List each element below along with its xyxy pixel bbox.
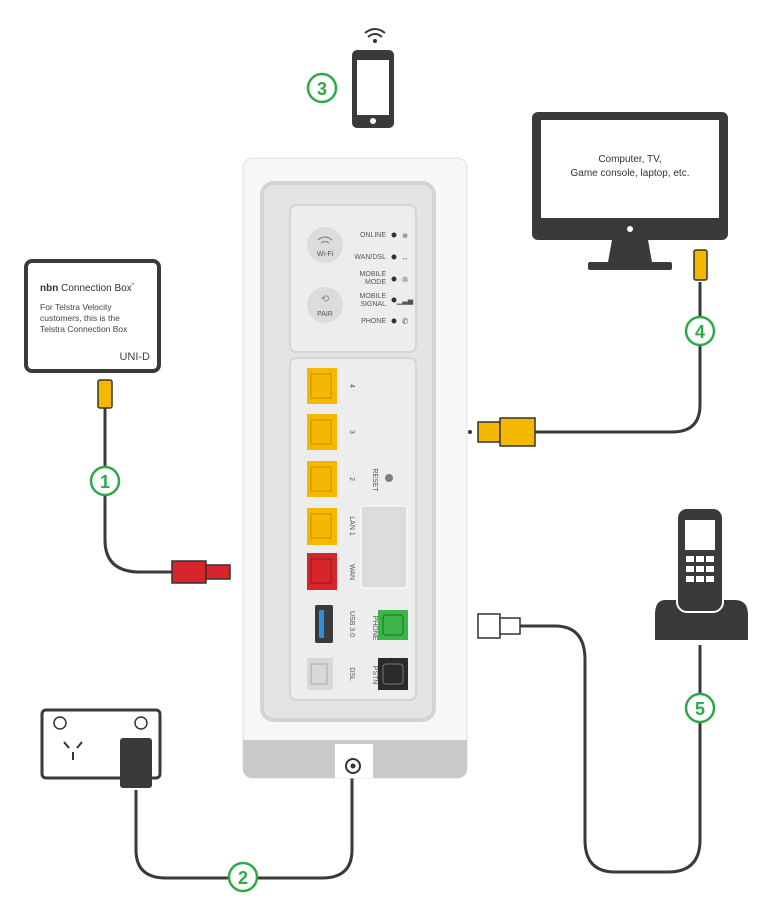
svg-text:PAIR: PAIR bbox=[317, 311, 333, 318]
svg-text:4: 4 bbox=[695, 322, 705, 342]
wan-cable bbox=[103, 408, 172, 574]
svg-text:2: 2 bbox=[348, 477, 355, 481]
svg-text:MOBILE: MOBILE bbox=[360, 271, 387, 278]
svg-text:MOBILE: MOBILE bbox=[360, 293, 387, 300]
svg-text:PSTN: PSTN bbox=[371, 666, 378, 685]
svg-text:LAN 1: LAN 1 bbox=[348, 516, 355, 536]
phone-icon: ✆ bbox=[402, 317, 409, 326]
ethernet-plug-red bbox=[171, 560, 231, 584]
step-5-badge: 5 bbox=[684, 692, 716, 724]
phone-cable bbox=[520, 624, 702, 874]
step-4-badge: 4 bbox=[684, 315, 716, 347]
lan-port-1[interactable] bbox=[307, 508, 337, 545]
svg-text:nbn Connection Box*: nbn Connection Box* bbox=[40, 283, 135, 294]
computer-monitor: Computer, TV, Game console, laptop, etc. bbox=[532, 112, 728, 281]
wifi-icon bbox=[364, 28, 386, 38]
ethernet-plug-yellow-large bbox=[477, 417, 536, 447]
wifi-button[interactable]: Wi-Fi bbox=[307, 227, 343, 263]
svg-text:MODE: MODE bbox=[365, 279, 386, 286]
svg-text:Telstra Connection Box: Telstra Connection Box bbox=[40, 324, 128, 334]
svg-text:PHONE: PHONE bbox=[361, 318, 386, 325]
label-area bbox=[360, 505, 408, 589]
svg-text:USB 3.0: USB 3.0 bbox=[348, 611, 355, 637]
phone-plug-white bbox=[477, 613, 521, 639]
svg-text:4: 4 bbox=[348, 384, 355, 388]
svg-text:RESET: RESET bbox=[371, 468, 378, 492]
svg-text:Game console, laptop, etc.: Game console, laptop, etc. bbox=[571, 168, 690, 179]
port-labels: 4 3 2 LAN 1 WAN USB 3.0 DSL RESET PHONE … bbox=[348, 384, 378, 684]
nbn-connection-box: nbn Connection Box* For Telstra Velocity… bbox=[24, 259, 161, 409]
svg-text:DSL: DSL bbox=[348, 667, 355, 681]
ethernet-plug-yellow bbox=[97, 379, 113, 409]
svg-text:3: 3 bbox=[348, 430, 355, 434]
svg-text:customers, this is the: customers, this is the bbox=[40, 313, 120, 323]
svg-text:Wi-Fi: Wi-Fi bbox=[317, 251, 334, 258]
lan-port-4[interactable] bbox=[307, 368, 337, 404]
router: Wi-Fi ⟲ PAIR ONLINE⊕ WAN/DSL↔ MOBILEMODE… bbox=[242, 157, 468, 779]
svg-text:3: 3 bbox=[317, 79, 327, 99]
svg-text:For Telstra Velocity: For Telstra Velocity bbox=[40, 302, 112, 312]
wifi-icon bbox=[317, 236, 333, 244]
svg-text:SIGNAL: SIGNAL bbox=[360, 301, 386, 308]
phone-port[interactable] bbox=[378, 610, 408, 640]
lan-port-3[interactable] bbox=[307, 414, 337, 450]
lan-port-2[interactable] bbox=[307, 461, 337, 497]
antenna-icon: ✇ bbox=[402, 276, 408, 284]
svg-text:5: 5 bbox=[695, 699, 705, 719]
wan-port[interactable] bbox=[307, 553, 337, 590]
step-3-badge: 3 bbox=[306, 72, 338, 104]
reset-button[interactable] bbox=[385, 474, 393, 482]
pstn-port[interactable] bbox=[378, 658, 408, 690]
svg-text:2: 2 bbox=[238, 868, 248, 888]
step-1-badge: 1 bbox=[89, 465, 121, 497]
svg-text:ONLINE: ONLINE bbox=[360, 232, 386, 239]
signal-icon: ▁▃▅ bbox=[396, 298, 414, 305]
step-2-badge: 2 bbox=[227, 861, 259, 893]
smartphone-icon bbox=[352, 28, 394, 128]
svg-text:WAN/DSL: WAN/DSL bbox=[354, 254, 386, 261]
svg-text:1: 1 bbox=[100, 472, 110, 492]
svg-text:WAN: WAN bbox=[348, 564, 355, 580]
svg-text:UNI-D: UNI-D bbox=[119, 351, 150, 363]
pair-button[interactable]: ⟲ PAIR bbox=[307, 287, 343, 323]
power-adapter bbox=[120, 738, 152, 788]
svg-text:Computer, TV,: Computer, TV, bbox=[598, 154, 661, 165]
sync-icon: ⟲ bbox=[321, 294, 330, 305]
svg-text:PHONE: PHONE bbox=[371, 616, 378, 641]
dsl-port[interactable] bbox=[307, 658, 333, 690]
globe-icon: ⊕ bbox=[402, 233, 408, 240]
usb-port[interactable] bbox=[315, 605, 333, 643]
power-outlet bbox=[40, 708, 162, 788]
arrows-icon: ↔ bbox=[402, 255, 409, 262]
lan-cable bbox=[535, 282, 702, 434]
cordless-phone-icon bbox=[655, 507, 748, 640]
ethernet-plug-yellow bbox=[693, 249, 708, 281]
